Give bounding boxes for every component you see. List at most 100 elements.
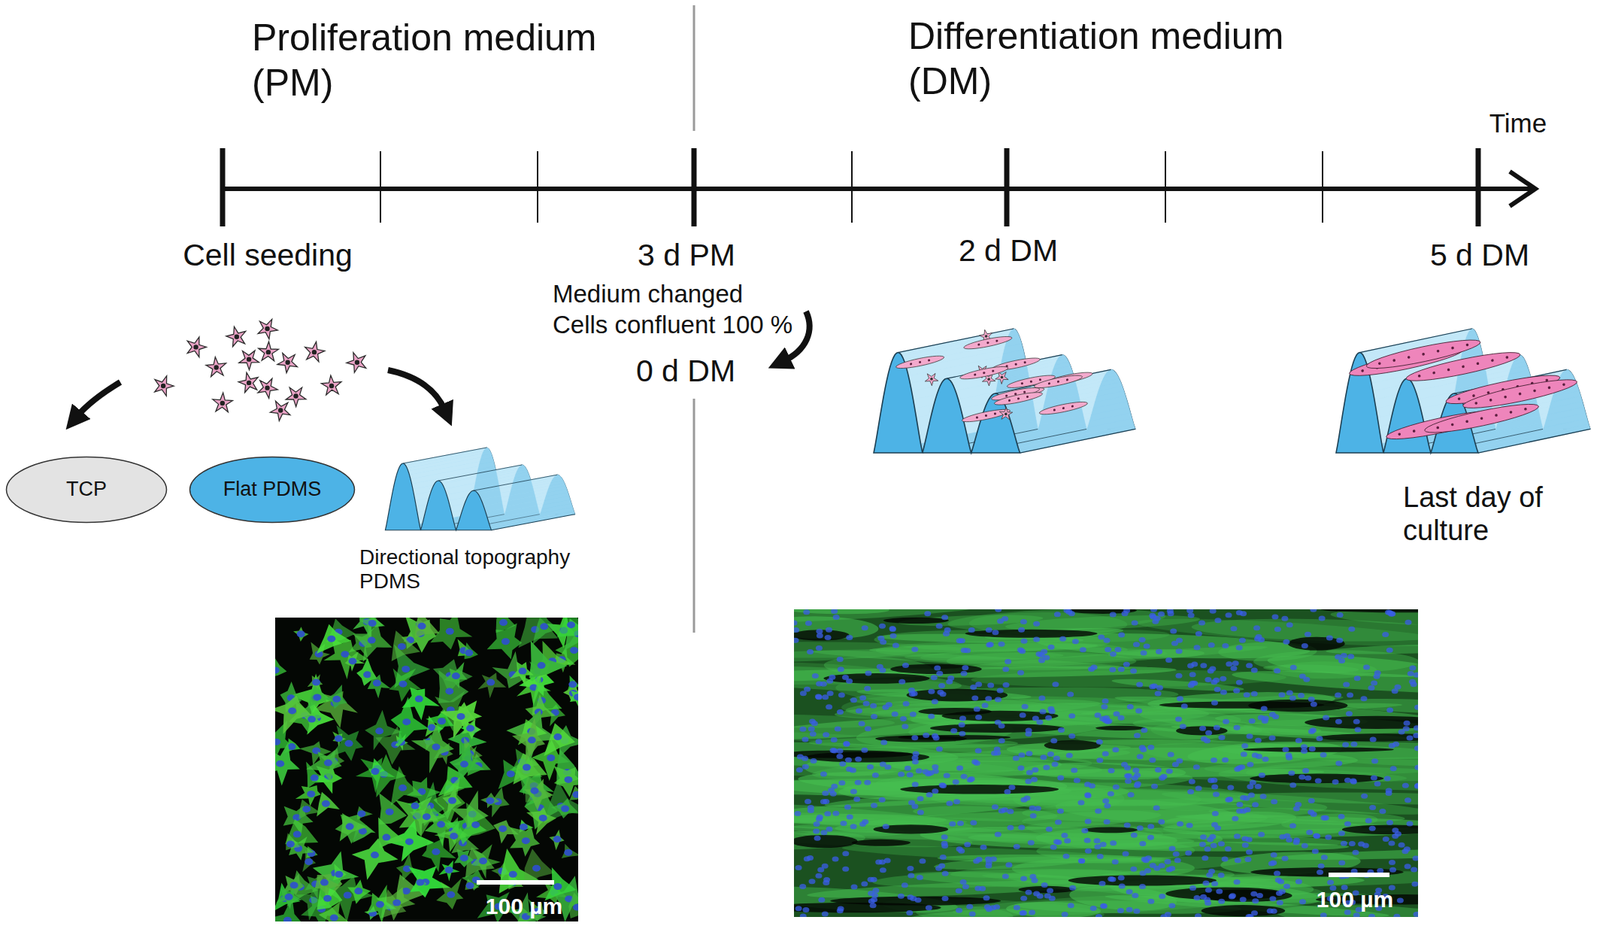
cell-nucleus — [264, 384, 270, 390]
nucleus — [924, 770, 932, 776]
nucleus — [860, 881, 868, 887]
nucleus — [1189, 671, 1197, 677]
nucleus — [1320, 912, 1328, 917]
cell-body — [257, 318, 278, 339]
nucleus — [842, 850, 849, 856]
nucleus — [1095, 913, 1103, 917]
nucleus — [911, 646, 919, 652]
nucleus — [1050, 844, 1058, 850]
nucleus — [825, 703, 833, 710]
nucleus — [808, 726, 816, 732]
nucleus — [1412, 732, 1419, 738]
nucleus — [1033, 621, 1040, 627]
nucleus — [1140, 649, 1148, 655]
nucleus — [1100, 841, 1107, 847]
cell-body — [212, 392, 234, 413]
nucleus — [1084, 818, 1092, 824]
nucleus — [832, 810, 840, 816]
nucleus — [324, 759, 333, 767]
nucleus — [990, 855, 997, 861]
note: Cells confluent 100 % — [552, 310, 793, 340]
nucleus — [1174, 857, 1182, 863]
nucleus — [1133, 732, 1141, 738]
nucleus — [1169, 628, 1177, 634]
nucleus — [1045, 826, 1053, 832]
nucleus — [1154, 615, 1161, 622]
nucleus — [340, 650, 349, 658]
nucleus — [942, 895, 949, 901]
nucleus — [1307, 809, 1315, 815]
nucleus — [836, 709, 844, 715]
nucleus — [1258, 772, 1266, 778]
nucleus — [1360, 793, 1368, 799]
nucleus — [909, 711, 917, 717]
seed-cell — [285, 387, 307, 407]
nucleus — [1239, 896, 1247, 902]
nucleus — [960, 647, 968, 653]
nucleus — [1414, 704, 1419, 710]
nucleus — [1239, 808, 1247, 814]
nucleus — [870, 713, 878, 719]
nucleus — [1210, 757, 1218, 763]
nucleus — [1094, 712, 1102, 718]
nucleus — [1118, 875, 1125, 881]
curved-arrow — [387, 369, 446, 411]
nucleus — [1244, 856, 1252, 862]
myotube — [849, 684, 1179, 710]
nucleus — [1414, 745, 1419, 751]
nucleus — [872, 772, 879, 778]
nucleus — [1211, 700, 1219, 706]
stained-cell — [436, 878, 464, 910]
nucleus — [1051, 681, 1059, 687]
seed-cell — [346, 352, 367, 373]
nucleus — [1026, 769, 1034, 775]
nucleus — [1155, 648, 1163, 655]
nucleus — [936, 670, 943, 676]
nucleus — [793, 810, 801, 816]
nucleus — [457, 712, 466, 720]
nucleus — [436, 820, 446, 828]
nucleus — [1006, 808, 1014, 814]
nucleus — [1285, 754, 1293, 761]
nucleus — [859, 694, 867, 700]
nucleus — [1147, 823, 1155, 829]
nucleus — [381, 833, 391, 841]
nucleus — [1274, 626, 1282, 632]
nucleus — [1032, 715, 1040, 722]
stained-cell — [396, 853, 418, 881]
illustration-caption: Directional topography PDMS — [359, 545, 585, 594]
nucleus — [437, 717, 446, 725]
nucleus — [809, 730, 817, 737]
nucleus — [1336, 612, 1344, 618]
nucleus — [1081, 827, 1088, 834]
gap — [930, 723, 1064, 733]
nucleus — [1245, 733, 1253, 739]
nucleus — [1029, 805, 1037, 811]
nucleus — [1316, 869, 1324, 875]
nucleus — [1169, 845, 1176, 851]
ridge-crest — [995, 369, 1111, 394]
nucleus — [1231, 815, 1239, 822]
nucleus — [1124, 821, 1131, 828]
nucleus — [911, 734, 919, 740]
nucleus — [1090, 905, 1097, 911]
stained-cell — [315, 872, 341, 895]
nucleus — [1272, 713, 1279, 719]
nucleus — [1057, 775, 1064, 781]
nucleus — [1188, 778, 1196, 785]
nucleus — [527, 736, 537, 743]
nucleus — [1369, 736, 1377, 743]
nucleus — [1370, 774, 1378, 780]
nucleus — [1310, 701, 1318, 707]
cell-nucleus — [220, 400, 225, 406]
nucleus — [1054, 819, 1062, 825]
myotube — [1272, 660, 1378, 679]
nucleus — [960, 878, 967, 885]
nucleus — [1204, 676, 1212, 682]
nucleus — [1338, 813, 1346, 819]
nucleus — [842, 740, 850, 746]
nucleus — [1131, 619, 1139, 625]
nucleus — [1176, 821, 1184, 827]
stained-cell — [461, 869, 486, 891]
nucleus — [875, 858, 882, 864]
